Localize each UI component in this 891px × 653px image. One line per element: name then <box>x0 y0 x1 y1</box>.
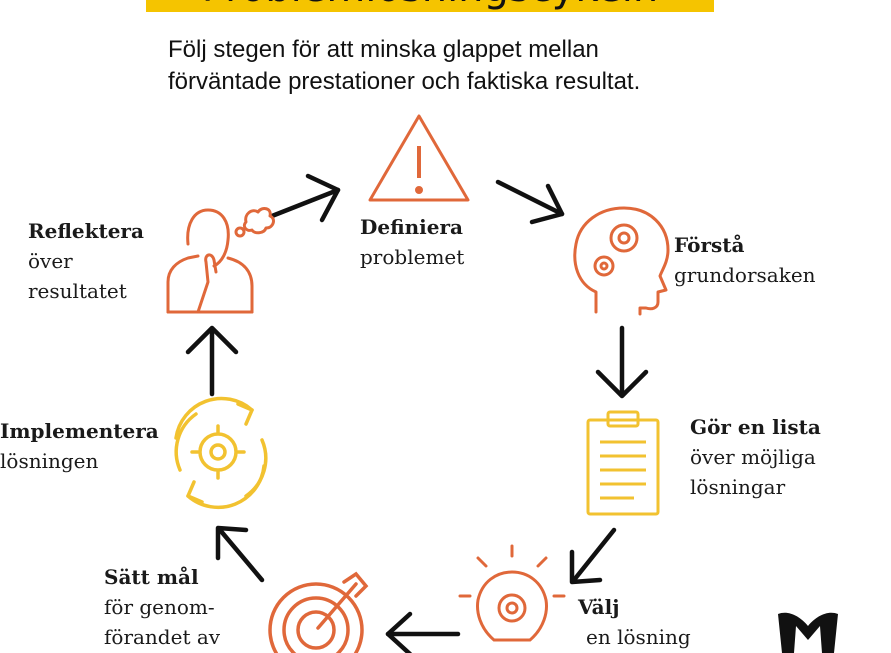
step-reflect: Reflektera över resultatet <box>28 216 144 306</box>
title-band: Problemlösningscykeln <box>146 0 714 12</box>
target-arrow-icon <box>268 571 369 653</box>
warning-triangle-icon <box>368 114 470 202</box>
step-desc: en lösning <box>586 625 691 649</box>
arrow-implement-to-reflect <box>185 325 239 397</box>
arrow-understand-to-list <box>595 325 649 399</box>
arrow-reflect-to-define <box>269 173 341 223</box>
thinking-person-icon <box>166 207 275 314</box>
step-desc: förandet av <box>104 625 221 649</box>
subtitle-line-1: Följ stegen för att minska glappet mella… <box>168 36 599 63</box>
step-goal: Sätt mål för genom- förandet av <box>104 562 220 652</box>
step-desc: över <box>28 249 73 273</box>
step-title: Gör en lista <box>690 415 821 439</box>
subtitle-line-2: förväntade prestationer och faktiska res… <box>168 68 641 95</box>
step-title: Definiera <box>360 215 463 239</box>
step-choose: Välj en lösning <box>578 592 691 652</box>
head-gears-icon <box>573 206 670 316</box>
step-title: Välj <box>578 595 620 619</box>
step-title: Förstå <box>674 233 745 257</box>
step-understand: Förstå grundorsaken <box>674 230 816 290</box>
step-title: Reflektera <box>28 219 144 243</box>
page-title: Problemlösningscykeln <box>146 0 714 10</box>
arrow-define-to-understand <box>495 179 565 225</box>
lightbulb-gear-icon <box>458 544 566 642</box>
step-define: Definiera problemet <box>360 212 464 272</box>
clipboard-list-icon <box>586 410 660 516</box>
step-title: Sätt mål <box>104 565 199 589</box>
step-desc: lösningen <box>0 449 99 473</box>
arrow-goal-to-implement <box>215 525 265 583</box>
step-implement: Implementera lösningen <box>0 416 159 476</box>
logo-mark-icon <box>778 612 838 653</box>
subtitle: Följ stegen för att minska glappet mella… <box>168 34 768 98</box>
gear-cycle-icon <box>174 396 268 510</box>
step-desc: problemet <box>360 245 465 269</box>
step-title: Implementera <box>0 419 159 443</box>
step-list: Gör en lista över möjliga lösningar <box>690 412 821 502</box>
step-desc: resultatet <box>28 279 127 303</box>
step-desc: för genom- <box>104 595 215 619</box>
step-desc: lösningar <box>690 475 786 499</box>
step-desc: grundorsaken <box>674 263 816 287</box>
arrow-choose-to-goal <box>385 611 461 653</box>
step-desc: över möjliga <box>690 445 816 469</box>
arrow-list-to-choose <box>569 527 617 585</box>
